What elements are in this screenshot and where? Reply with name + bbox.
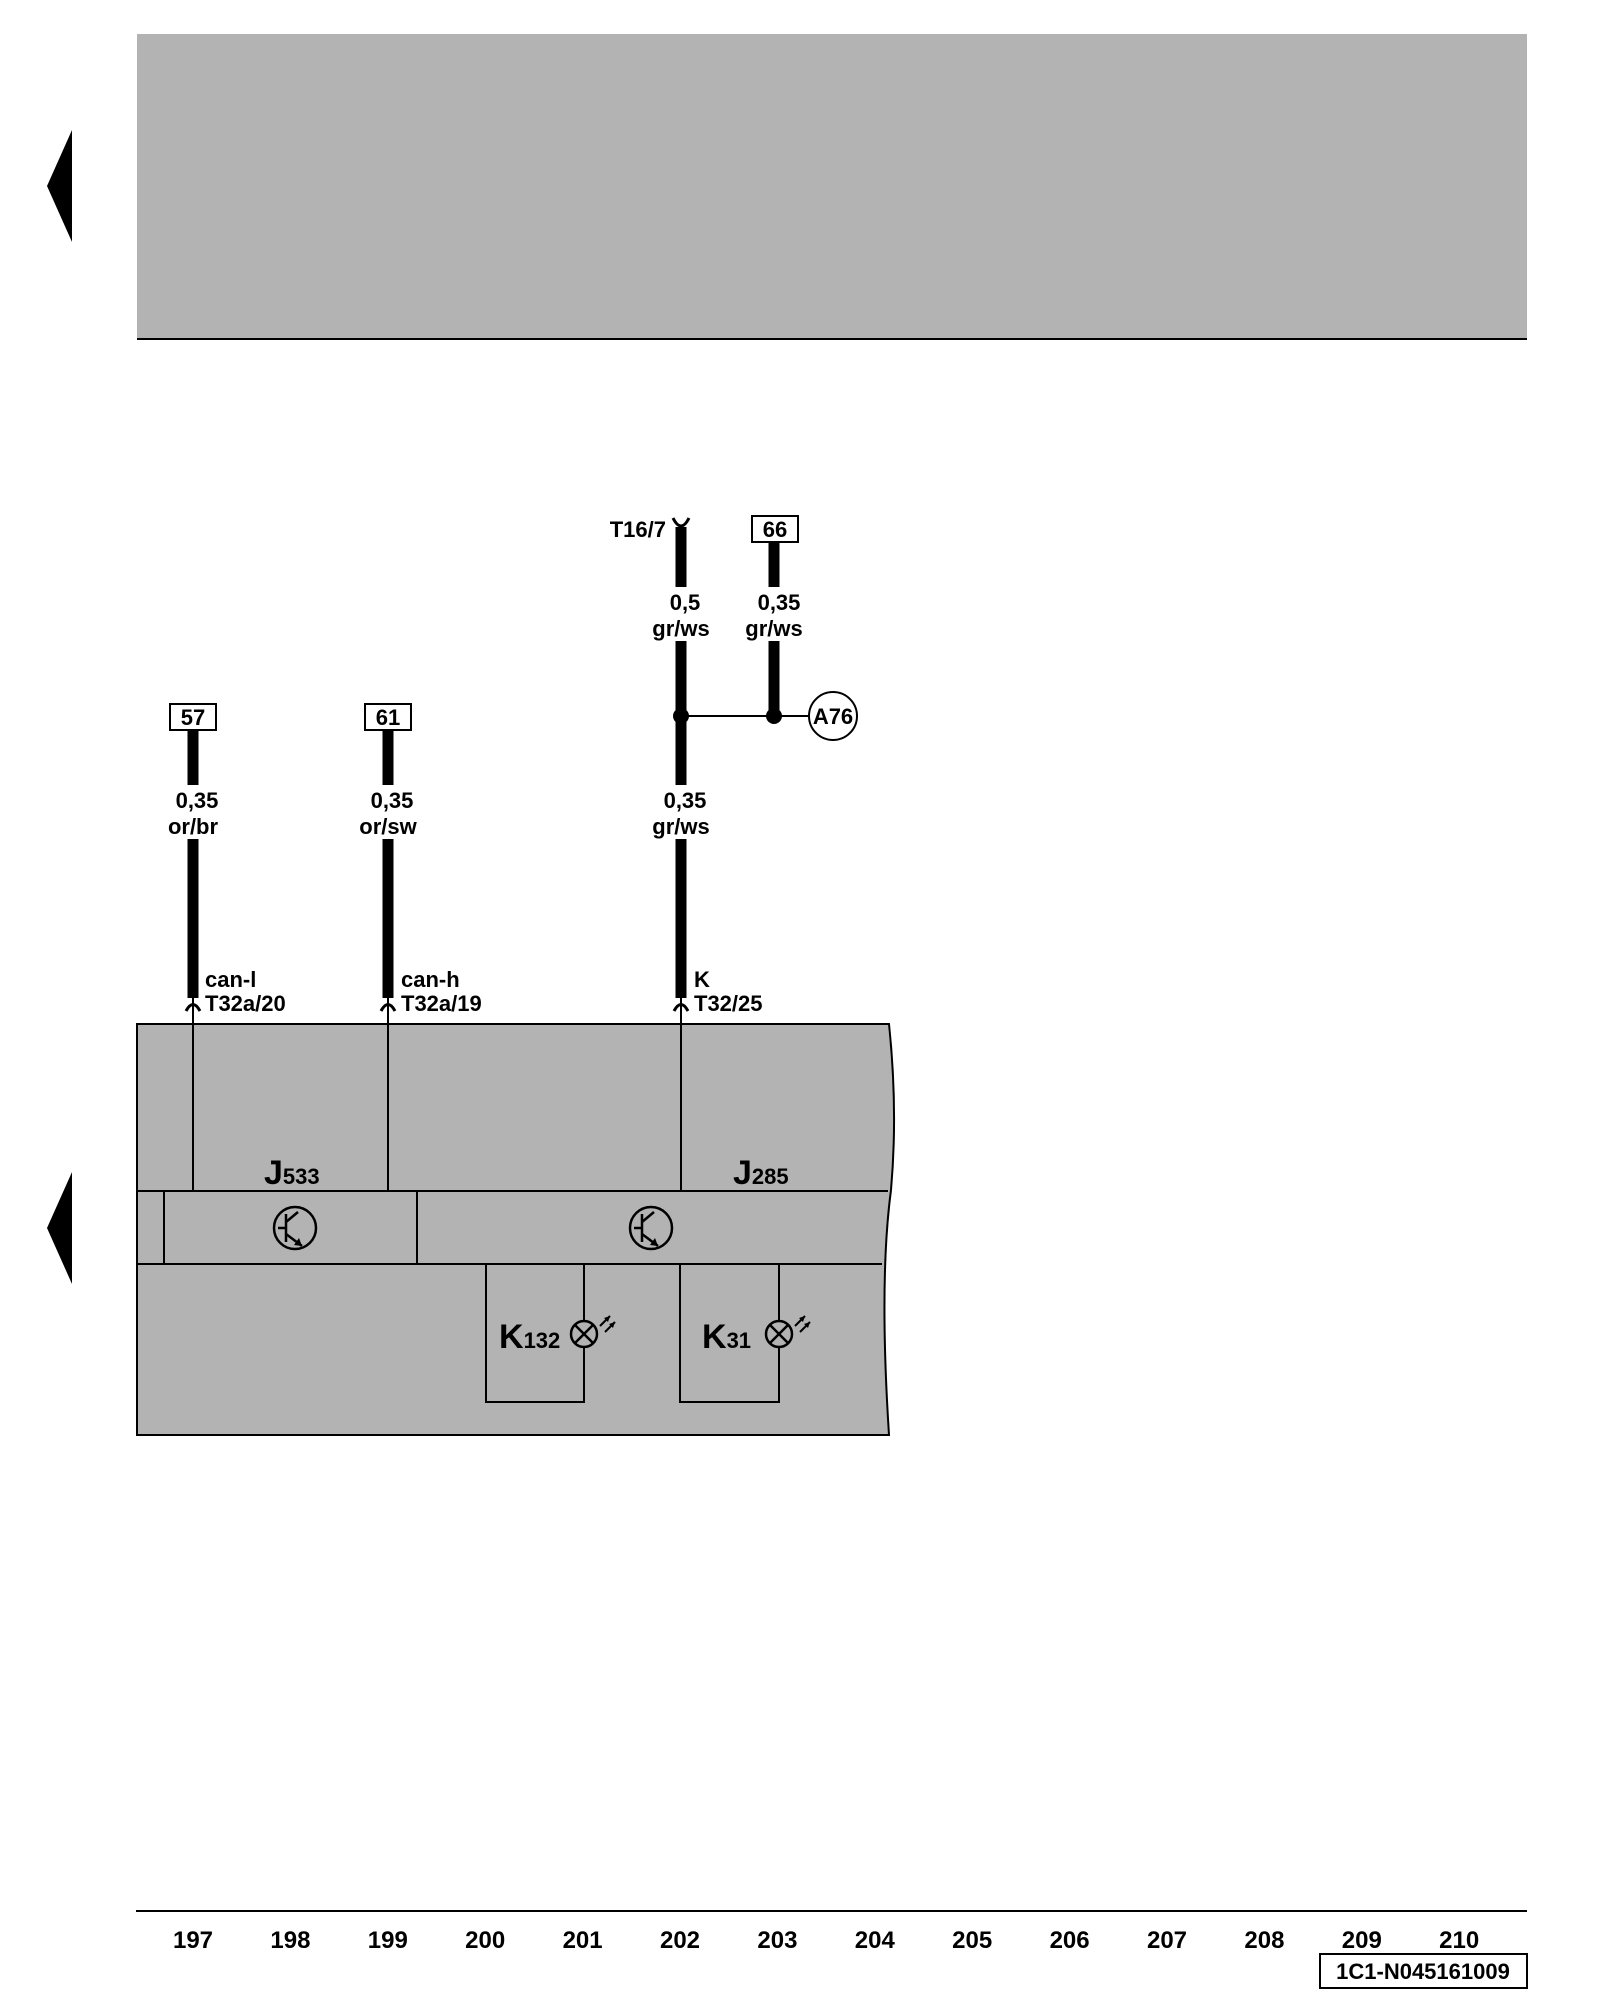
column-numbers: 197 198 199 200 201 202 203 204 205 206 207 208 209 2… bbox=[173, 1927, 1479, 1954]
ref-box-66[interactable] bbox=[751, 515, 799, 543]
wire-color-w2: or/sw bbox=[359, 814, 417, 839]
top-panel bbox=[137, 34, 1527, 338]
label-bg-w3-upper bbox=[646, 587, 718, 641]
j285-number: 285 bbox=[752, 1164, 789, 1189]
splice-dot-right bbox=[766, 708, 782, 724]
wire-color-w4: gr/ws bbox=[745, 616, 802, 641]
pin-hook-can-h bbox=[379, 1003, 397, 1012]
pin-id-can-l: T32a/20 bbox=[205, 991, 286, 1016]
connector-t16-label: T16/7 bbox=[610, 517, 666, 542]
component-j285-label: J285 bbox=[733, 1154, 789, 1192]
column-number: 206 bbox=[1050, 1927, 1090, 1954]
warning-lamp-icon-k132 bbox=[569, 1315, 616, 1349]
pin-hook-can-l bbox=[184, 1003, 202, 1012]
component-k31-label: K31 bbox=[702, 1318, 751, 1356]
doc-id-box bbox=[1319, 1953, 1528, 1989]
pin-hook-k bbox=[672, 1003, 690, 1012]
column-number: 201 bbox=[563, 1927, 603, 1954]
wire-size-w2: 0,35 bbox=[371, 788, 414, 813]
label-bg-w2 bbox=[353, 785, 425, 839]
k132-number: 132 bbox=[524, 1328, 561, 1353]
column-number: 198 bbox=[270, 1927, 310, 1954]
splice-dot-left bbox=[673, 708, 689, 724]
transistor-icon-j533 bbox=[272, 1205, 318, 1251]
pin-id-can-h: T32a/19 bbox=[401, 991, 482, 1016]
column-number: 199 bbox=[368, 1927, 408, 1954]
column-number: 203 bbox=[757, 1927, 797, 1954]
ref-57-label: 57 bbox=[181, 705, 205, 730]
pin-signal-can-l: can-l bbox=[205, 967, 256, 992]
wire-size-w1: 0,35 bbox=[176, 788, 219, 813]
a76-label: A76 bbox=[813, 704, 853, 729]
j533-letter: J bbox=[264, 1154, 283, 1192]
column-number: 200 bbox=[465, 1927, 505, 1954]
warning-lamp-icon-k31 bbox=[764, 1315, 811, 1349]
a76-marker-circle bbox=[808, 691, 858, 741]
t16-connector-symbol bbox=[671, 517, 691, 528]
ref-61-label: 61 bbox=[376, 705, 400, 730]
wire-color-w3-upper: gr/ws bbox=[652, 616, 709, 641]
column-number: 210 bbox=[1439, 1927, 1479, 1954]
column-number: 205 bbox=[952, 1927, 992, 1954]
j533-number: 533 bbox=[283, 1164, 320, 1189]
pin-signal-can-h: can-h bbox=[401, 967, 460, 992]
j285-letter: J bbox=[733, 1154, 752, 1192]
pin-signal-k: K bbox=[694, 967, 710, 992]
previous-page-arrow-icon[interactable] bbox=[47, 130, 72, 242]
ref-66-label: 66 bbox=[763, 517, 787, 542]
column-number: 202 bbox=[660, 1927, 700, 1954]
wire-color-w1: or/br bbox=[168, 814, 219, 839]
k31-letter: K bbox=[702, 1318, 727, 1356]
component-k132-label: K132 bbox=[499, 1318, 560, 1356]
wire-color-w3-lower: gr/ws bbox=[652, 814, 709, 839]
wire-size-w3-lower: 0,35 bbox=[664, 788, 707, 813]
label-bg-w1 bbox=[158, 785, 230, 839]
column-number: 204 bbox=[855, 1927, 896, 1954]
column-number: 208 bbox=[1244, 1927, 1284, 1954]
label-bg-w3-lower bbox=[646, 785, 718, 839]
previous-page-arrow-icon-lower[interactable] bbox=[47, 1172, 72, 1284]
wire-size-w3-upper: 0,5 bbox=[670, 590, 701, 615]
pin-id-k: T32/25 bbox=[694, 991, 763, 1016]
label-bg-w4 bbox=[739, 587, 811, 641]
control-unit-body bbox=[136, 1023, 896, 1436]
wire-size-w4: 0,35 bbox=[758, 590, 801, 615]
doc-id-label: 1C1-N045161009 bbox=[1336, 1959, 1510, 1984]
column-number: 207 bbox=[1147, 1927, 1187, 1954]
column-number: 197 bbox=[173, 1927, 213, 1954]
k31-number: 31 bbox=[727, 1328, 751, 1353]
ref-box-61[interactable] bbox=[364, 703, 412, 731]
transistor-icon-j285 bbox=[628, 1205, 674, 1251]
k132-letter: K bbox=[499, 1318, 524, 1356]
component-j533-label: J533 bbox=[264, 1154, 320, 1192]
column-number: 209 bbox=[1342, 1927, 1382, 1954]
ref-box-57[interactable] bbox=[169, 703, 217, 731]
